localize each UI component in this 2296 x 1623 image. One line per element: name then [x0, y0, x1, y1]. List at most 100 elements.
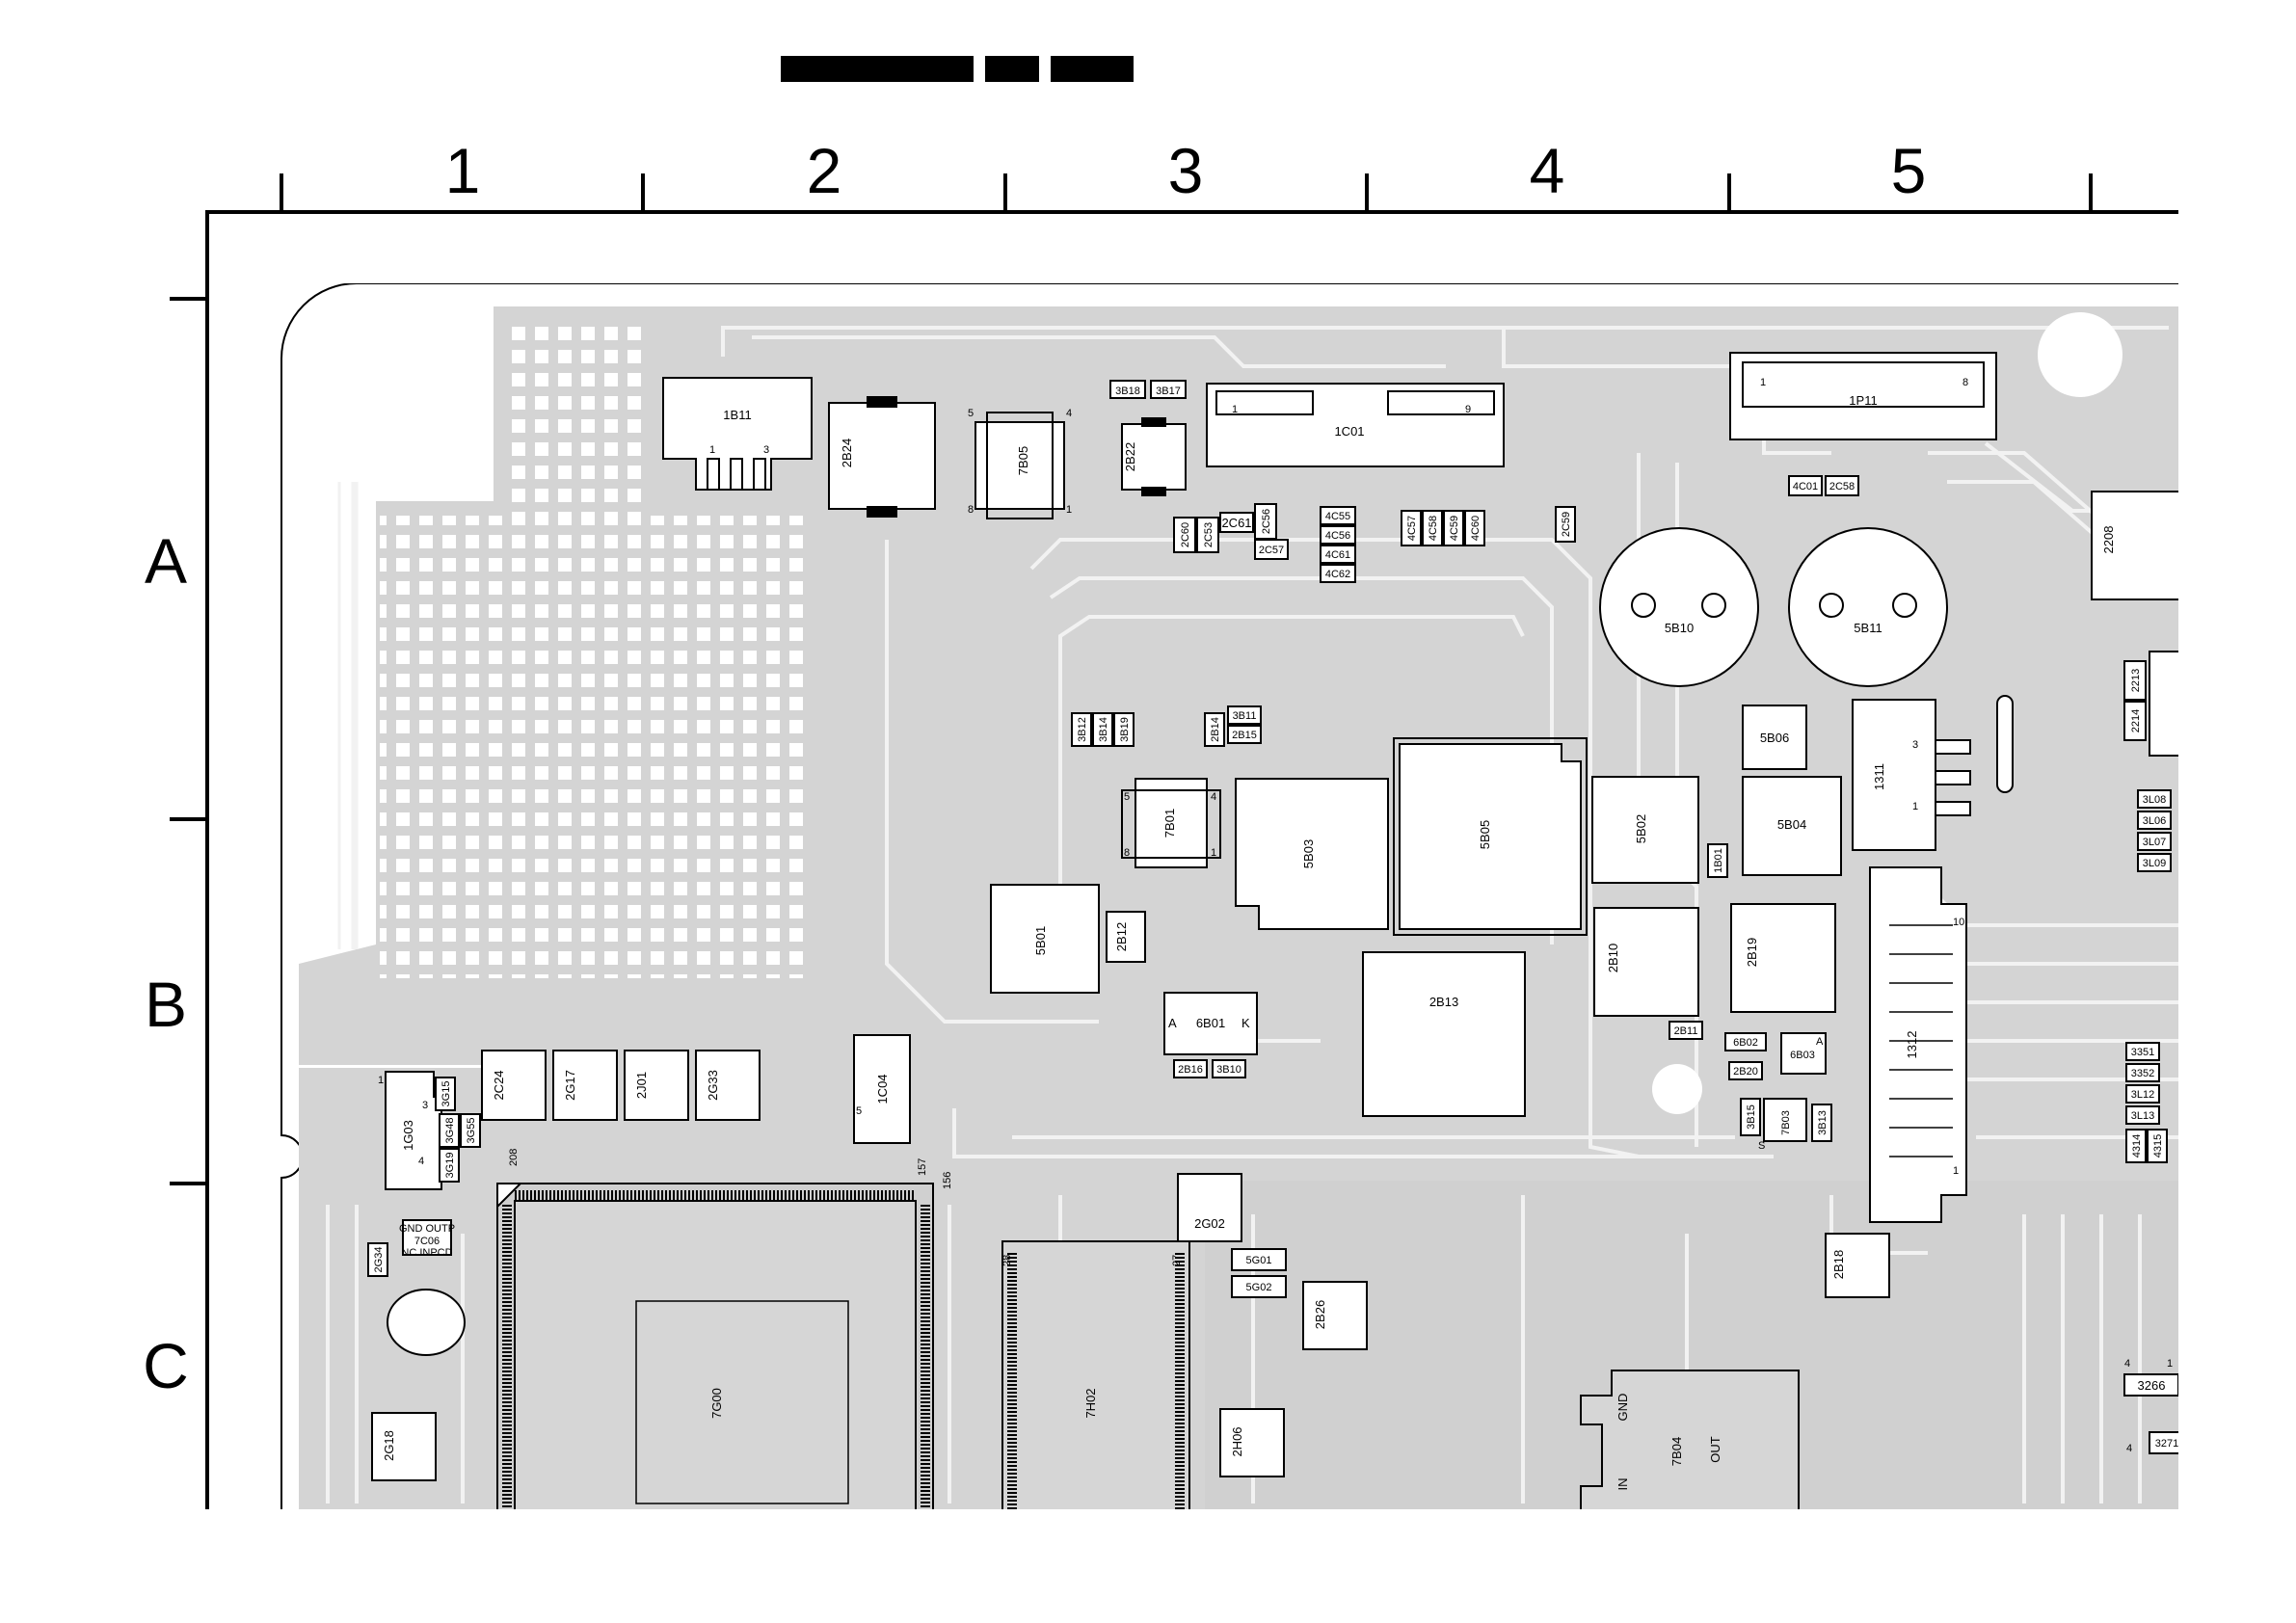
resistor-2C58[interactable] — [1825, 475, 1859, 496]
resistor-4314[interactable] — [2125, 1129, 2147, 1163]
resistor-4C60[interactable] — [1464, 510, 1485, 546]
label-1P11: 1P11 — [1849, 393, 1877, 408]
resistor-3B14[interactable] — [1092, 712, 1113, 747]
resistor-3B17[interactable] — [1150, 380, 1187, 399]
diode-6B01[interactable] — [1163, 992, 1258, 1055]
resistor-3G55[interactable] — [460, 1113, 481, 1148]
resistor-3352[interactable] — [2125, 1063, 2160, 1082]
inductor-5G02[interactable] — [1231, 1275, 1287, 1298]
regulator-7B04[interactable] — [1580, 1370, 1800, 1532]
resistor-4C56[interactable] — [1320, 525, 1356, 545]
resistor-3L08[interactable] — [2137, 789, 2172, 809]
resistor-1B01[interactable] — [1707, 843, 1728, 878]
ic-7G00[interactable] — [496, 1183, 934, 1530]
label-7B04: 7B04 — [1669, 1437, 1684, 1466]
label-5B06: 5B06 — [1760, 731, 1789, 745]
resistor-3266[interactable] — [2123, 1373, 2178, 1397]
capacitor-2C61[interactable] — [1219, 512, 1254, 533]
inductor-5B06[interactable] — [1742, 705, 1807, 770]
capacitor-2G33[interactable] — [695, 1050, 761, 1121]
ic-7H02[interactable] — [1001, 1240, 1190, 1521]
resistor-3B13[interactable] — [1811, 1104, 1832, 1142]
resistor-4C61[interactable] — [1320, 545, 1356, 564]
resistor-3L13[interactable] — [2125, 1105, 2160, 1125]
resistor-3351[interactable] — [2125, 1042, 2160, 1061]
resistor-3L07[interactable] — [2137, 832, 2172, 851]
resistor-3L09[interactable] — [2137, 853, 2172, 872]
resistor-4C59[interactable] — [1443, 510, 1464, 546]
capacitor-2C57[interactable] — [1254, 539, 1289, 560]
ic-7B01[interactable] — [1121, 778, 1221, 868]
inductor-5B03[interactable] — [1235, 778, 1389, 930]
capacitor-2B20[interactable] — [1728, 1061, 1763, 1080]
resistor-4C55[interactable] — [1320, 506, 1356, 525]
capacitor-2H06[interactable] — [1219, 1408, 1285, 1477]
connector-1312[interactable] — [1869, 866, 1967, 1223]
resistor-3B10[interactable] — [1212, 1059, 1246, 1078]
inductor-5B01[interactable] — [990, 884, 1100, 994]
resistor-3B12[interactable] — [1071, 712, 1092, 747]
diode-6B02[interactable] — [1724, 1032, 1767, 1051]
connector-1P11[interactable] — [1729, 352, 1997, 440]
inductor-5B05[interactable] — [1399, 743, 1582, 930]
capacitor-2B16[interactable] — [1173, 1059, 1208, 1078]
resistor-3B18[interactable] — [1109, 380, 1146, 399]
capacitor-2B14[interactable] — [1204, 712, 1225, 747]
pcb-board: 1B11 2B24 7B05 3B18 3B17 2B22 1C01 1P11 … — [280, 283, 2188, 1532]
capacitor-2G02[interactable] — [1177, 1173, 1242, 1242]
resistor-3B15[interactable] — [1740, 1098, 1761, 1136]
inductor-5B11[interactable] — [1788, 527, 1948, 687]
capacitor-2B19[interactable] — [1730, 903, 1836, 1013]
inductor-5G01[interactable] — [1231, 1248, 1287, 1271]
capacitor-2B22[interactable] — [1121, 417, 1187, 496]
connector-1311[interactable] — [1852, 699, 1971, 851]
capacitor-2B15[interactable] — [1227, 725, 1262, 744]
capacitor-2208[interactable] — [2091, 491, 2188, 600]
label-1311: 1311 — [1872, 763, 1886, 790]
connector-1B11[interactable] — [662, 377, 813, 491]
resistor-3271[interactable] — [2149, 1431, 2184, 1454]
capacitor-2C53[interactable] — [1196, 517, 1219, 553]
resistor-3L12[interactable] — [2125, 1084, 2160, 1104]
resistor-4315[interactable] — [2147, 1129, 2168, 1163]
inductor-5B10[interactable] — [1599, 527, 1759, 687]
resistor-2214[interactable] — [2123, 701, 2147, 741]
resistor-4C01[interactable] — [1788, 475, 1823, 496]
capacitor-2B10[interactable] — [1593, 907, 1699, 1017]
resistor-4C62[interactable] — [1320, 564, 1356, 583]
transistor-7B03[interactable] — [1763, 1098, 1807, 1142]
capacitor-2B26[interactable] — [1302, 1281, 1368, 1350]
resistor-3B19[interactable] — [1113, 712, 1135, 747]
capacitor-2B13[interactable] — [1362, 951, 1526, 1117]
resistor-4C57[interactable] — [1401, 510, 1422, 546]
resistor-3L06[interactable] — [2137, 811, 2172, 830]
capacitor-2B12[interactable] — [1106, 911, 1146, 963]
ic-7B05[interactable] — [974, 412, 1065, 519]
capacitor-2G17[interactable] — [552, 1050, 618, 1121]
diode-6B03[interactable] — [1780, 1032, 1827, 1075]
ic-7C06[interactable] — [402, 1219, 452, 1256]
resistor-3B11[interactable] — [1227, 705, 1262, 725]
inductor-5B02[interactable] — [1591, 776, 1699, 884]
resistor-4C58[interactable] — [1422, 510, 1443, 546]
capacitor-2C60[interactable] — [1173, 517, 1196, 553]
capacitor-2B18[interactable] — [1825, 1233, 1890, 1298]
capacitor-2G18[interactable] — [371, 1412, 437, 1481]
resistor-3G15[interactable] — [435, 1077, 456, 1111]
connector-1C01[interactable] — [1206, 383, 1505, 467]
resistor-3G19[interactable] — [439, 1148, 460, 1183]
capacitor-2G34[interactable] — [367, 1242, 388, 1277]
capacitor-2B11[interactable] — [1669, 1021, 1703, 1040]
label-7B05: 7B05 — [1016, 446, 1030, 475]
connector-1C04[interactable] — [853, 1034, 911, 1144]
inductor-5B04[interactable] — [1742, 776, 1842, 876]
capacitor-2C59[interactable] — [1555, 506, 1576, 543]
resistor-2213[interactable] — [2123, 660, 2147, 701]
capacitor-2C24[interactable] — [481, 1050, 547, 1121]
resistor-3G48[interactable] — [439, 1113, 460, 1148]
label-1C01: 1C01 — [1334, 424, 1364, 439]
column-label-4: 4 — [1530, 135, 1565, 206]
capacitor-2B24[interactable] — [828, 396, 936, 518]
component-right-edge[interactable] — [2149, 651, 2188, 757]
capacitor-2J01[interactable] — [624, 1050, 689, 1121]
